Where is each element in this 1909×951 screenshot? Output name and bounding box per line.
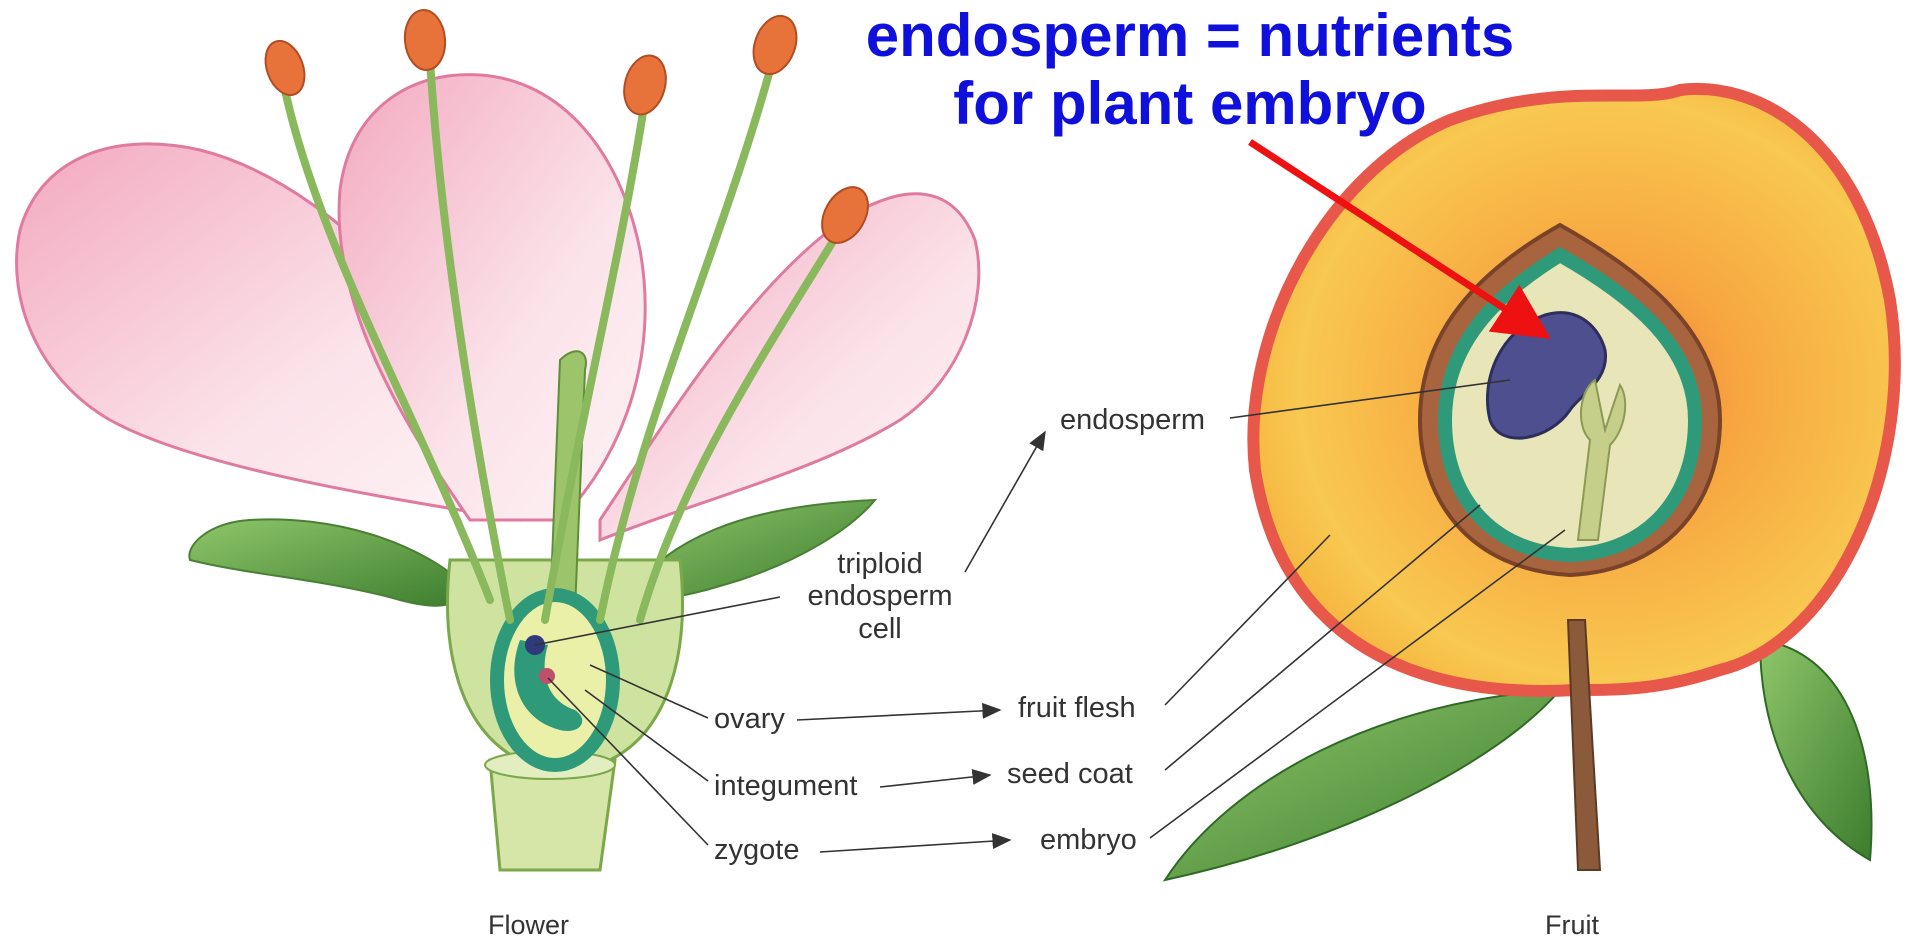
ovary-shape — [497, 595, 613, 765]
callout-line-1: endosperm = nutrients — [820, 2, 1560, 70]
fruit-leaf-right — [1760, 640, 1872, 860]
petal-right — [600, 194, 979, 540]
label-triploid-line-2: endosperm — [795, 580, 965, 612]
label-integument: integument — [714, 770, 858, 802]
caption-flower: Flower — [488, 910, 569, 941]
zygote-dot — [539, 668, 555, 684]
label-fruit-flesh: fruit flesh — [1018, 692, 1136, 724]
callout-note: endosperm = nutrients for plant embryo — [820, 2, 1560, 139]
label-zygote: zygote — [714, 834, 799, 866]
caption-fruit: Fruit — [1545, 910, 1599, 941]
fruit-leaf-left — [1165, 690, 1560, 880]
callout-line-2: for plant embryo — [820, 70, 1560, 138]
label-embryo: embryo — [1040, 824, 1137, 856]
label-triploid-endosperm-cell: triploid endosperm cell — [795, 548, 965, 645]
label-triploid-line-1: triploid — [795, 548, 965, 580]
label-endosperm: endosperm — [1060, 404, 1205, 436]
label-seed-coat: seed coat — [1007, 758, 1133, 790]
sepal-left — [189, 519, 470, 605]
label-triploid-line-3: cell — [795, 613, 965, 645]
label-ovary: ovary — [714, 703, 785, 735]
fruit-illustration — [1165, 89, 1895, 880]
